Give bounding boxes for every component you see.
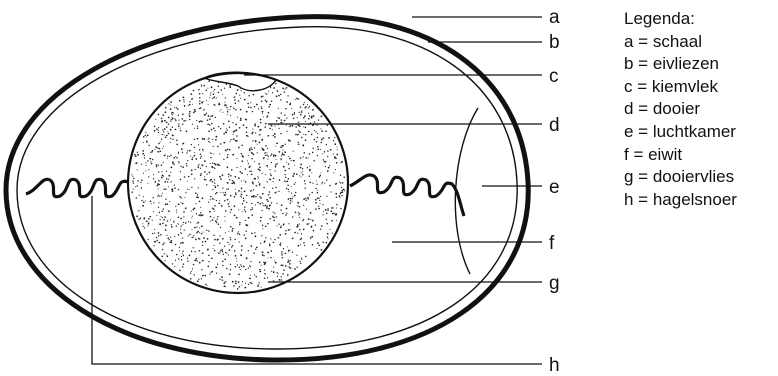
legend-item-b: b = eivliezen [624, 53, 737, 76]
legend-item-c: c = kiemvlek [624, 76, 737, 99]
legend-title: Legenda: [624, 8, 737, 31]
legend-item-f: f = eiwit [624, 144, 737, 167]
label-a: a [549, 7, 560, 28]
air-cell [455, 108, 478, 274]
label-h: h [549, 355, 560, 376]
chalaza-left [26, 179, 128, 196]
chalaza-right [350, 175, 464, 216]
label-e: e [549, 177, 560, 198]
legend-item-d: d = dooier [624, 98, 737, 121]
yolk [128, 73, 348, 293]
label-f: f [549, 233, 555, 254]
label-c: c [549, 66, 559, 87]
legend-item-g: g = dooiervlies [624, 166, 737, 189]
legend: Legenda: a = schaal b = eivliezen c = ki… [624, 8, 737, 211]
legend-item-e: e = luchtkamer [624, 121, 737, 144]
legend-item-a: a = schaal [624, 31, 737, 54]
label-d: d [549, 115, 560, 136]
label-b: b [549, 32, 560, 53]
label-g: g [549, 273, 560, 294]
legend-item-h: h = hagelsnoer [624, 189, 737, 212]
